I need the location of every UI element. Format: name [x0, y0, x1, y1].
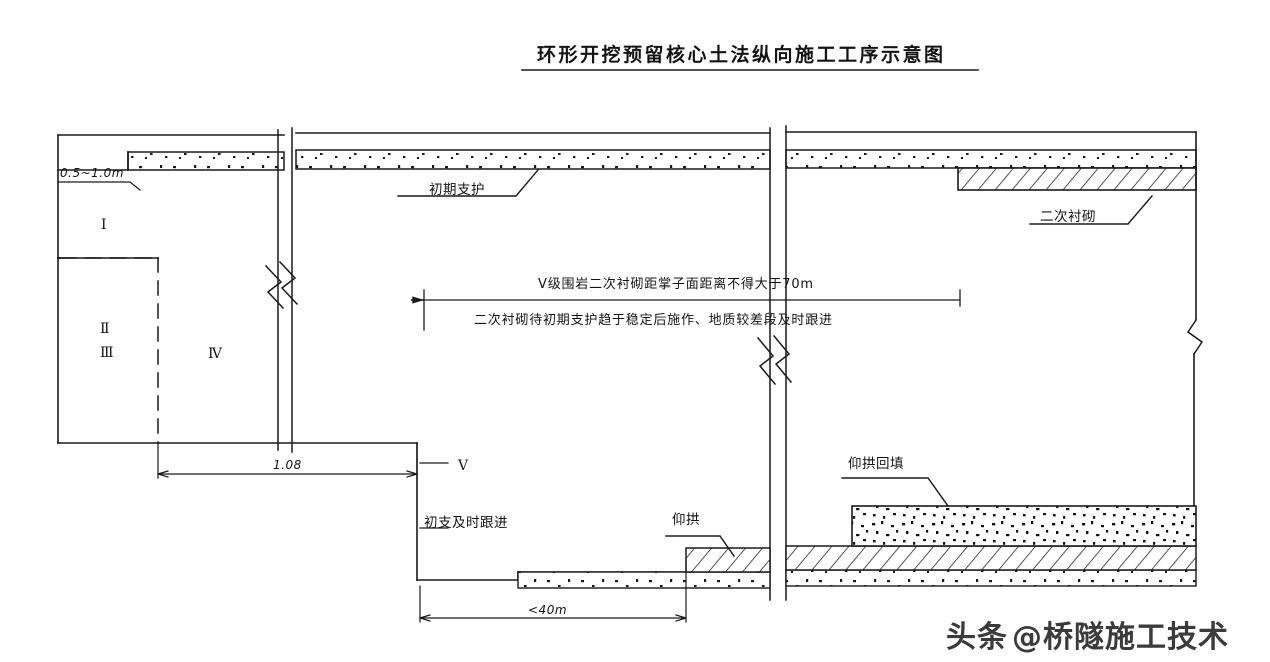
annotation-secondary-lining: 二次衬砌 [1040, 209, 1096, 225]
dimension-core-length: 1.08 [273, 458, 302, 472]
stage-label-3: Ⅲ [100, 345, 115, 361]
annotation-initial-support-followup: 初支及时跟进 [424, 515, 508, 531]
dimension-invert-distance: <40m [528, 603, 568, 617]
dimension-crown-thickness: 0.5~1.0m [60, 166, 124, 180]
annotation-note-line-2: 二次衬砌待初期支护趋于稳定后施作、地质较差段及时跟进 [474, 313, 833, 328]
stage-label-2: Ⅱ [100, 321, 111, 337]
annotation-invert: 仰拱 [672, 512, 700, 528]
watermark-platform: 头条 [946, 620, 1008, 655]
page-title: 环形开挖预留核心土法纵向施工工序示意图 [537, 44, 946, 66]
stage-label-4: Ⅳ [208, 346, 223, 362]
stage-label-1: Ⅰ [101, 217, 108, 233]
annotation-initial-support: 初期支护 [429, 182, 485, 198]
stage-label-5: Ⅴ [458, 458, 469, 474]
watermark-handle: @桥隧施工技术 [1012, 620, 1229, 655]
annotation-invert-backfill: 仰拱回填 [848, 456, 904, 472]
annotation-note-line-1: Ⅴ级围岩二次衬砌距掌子面距离不得大于70m [538, 277, 814, 292]
